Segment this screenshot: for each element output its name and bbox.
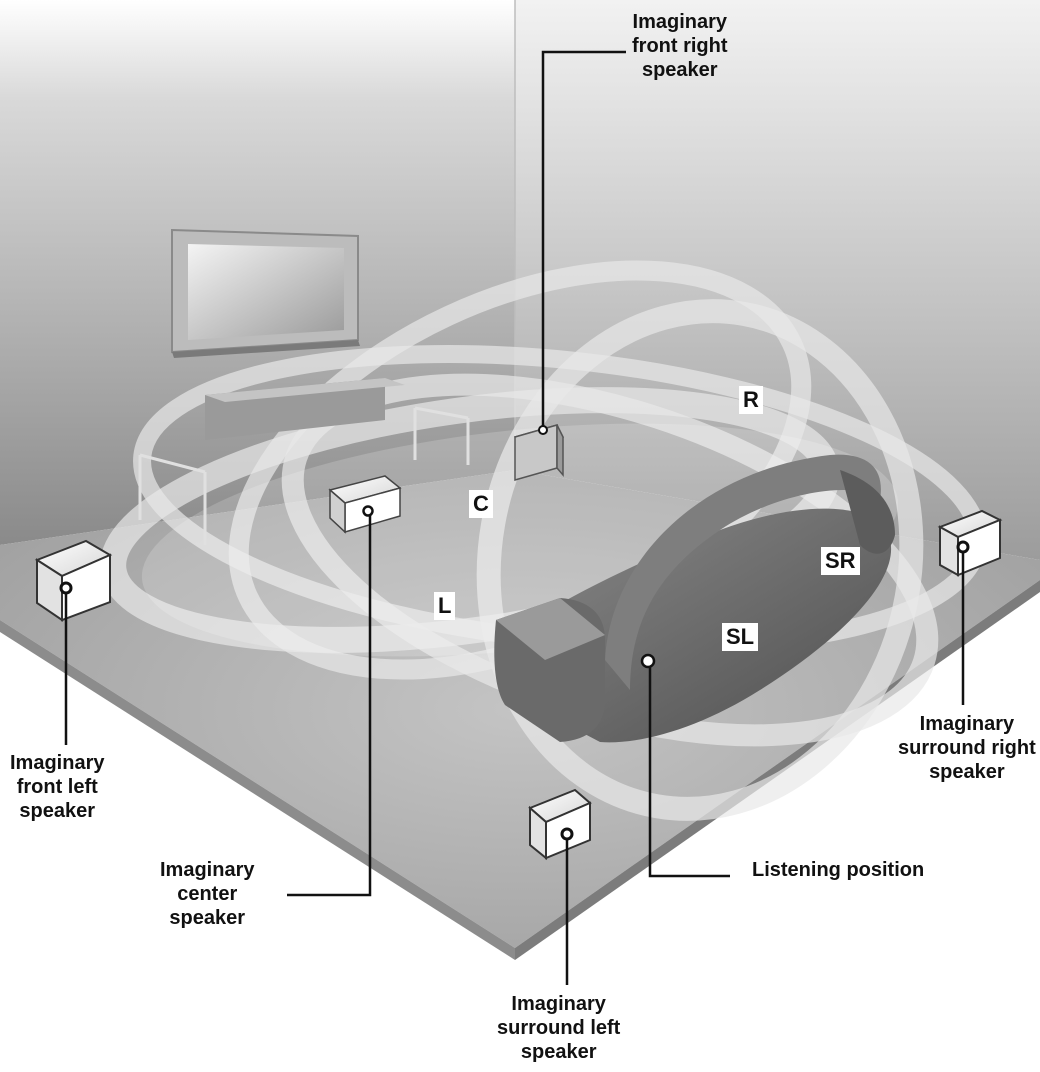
leader-lines [64,50,965,985]
front-right-speaker-label: Imaginary front right speaker [632,10,728,82]
label-line: surround left [497,1017,621,1039]
surround-left-speaker-icon [528,788,592,861]
tv-stand [138,378,470,545]
surround-left-speaker-label: Imaginary surround left speaker [497,992,620,1064]
surround-right-speaker-label: Imaginary surround right speaker [898,712,1036,784]
label-line: Imaginary [632,11,727,33]
channel-tag-c: C [469,490,493,518]
channel-tag-sr: SR [821,547,860,575]
sofa [494,454,895,743]
listening-position-label: Listening position [752,859,925,881]
label-line: Imaginary [10,752,105,774]
front-left-speaker-icon [34,539,113,622]
listening-position-marker [640,653,656,669]
label-line: speaker [169,907,246,929]
label-line: Imaginary [160,859,255,881]
label-line: Imaginary [919,713,1015,735]
channel-tag-sl: SL [722,623,759,651]
label-line: speaker [19,800,96,822]
center-speaker-label: Imaginary center speaker [160,858,254,930]
label-line: surround right [898,737,1036,759]
label-line: front right [632,35,728,57]
channel-tag-l: L [434,592,456,620]
label-line: front left [16,776,98,798]
television [171,228,360,358]
center-speaker-icon [328,475,402,534]
channel-tag-r: R [739,386,763,414]
front-left-speaker-label: Imaginary front left speaker [10,751,104,823]
front-right-speaker-icon [513,424,565,481]
floor-edge-left [0,620,515,960]
label-line: Imaginary [511,993,606,1015]
label-line: center [177,883,238,905]
label-line: speaker [641,59,718,81]
label-line: speaker [520,1041,597,1063]
label-line: speaker [929,761,1005,783]
